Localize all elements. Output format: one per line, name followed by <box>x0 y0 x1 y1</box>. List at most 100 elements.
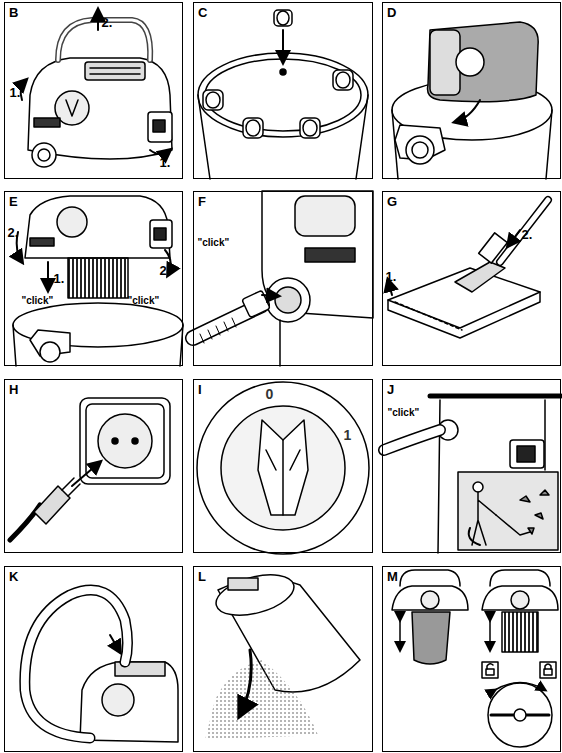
switch-position: 1 <box>344 428 352 442</box>
caster-wheel-part <box>336 72 350 88</box>
caster-wheel-part <box>282 30 284 62</box>
filter-bag-part <box>428 22 539 102</box>
arrow <box>21 10 170 154</box>
suction-hose <box>193 290 278 343</box>
wall-socket-part <box>86 404 164 478</box>
vacuum-head-part <box>392 586 468 610</box>
vacuum-head <box>80 662 178 742</box>
callout-number: 2. <box>102 16 113 30</box>
caster-wheel-part <box>274 10 292 26</box>
click-sound: "click" <box>22 294 54 308</box>
suction-hose-part <box>25 590 128 738</box>
vacuum-head-part <box>295 196 355 236</box>
step-panel: B2.1.1. <box>4 2 183 179</box>
wall-socket-part <box>112 438 118 444</box>
lock-symbol-part <box>545 664 551 669</box>
power-plug <box>10 462 100 540</box>
suction-hose-part <box>200 318 236 343</box>
vacuum-head-part <box>148 112 172 142</box>
vacuum-head-part <box>80 662 178 742</box>
step-panel: D <box>382 2 561 179</box>
click-sound: "click" <box>388 406 420 420</box>
vacuum-head <box>28 20 172 167</box>
vacuum-head-part <box>40 342 60 362</box>
power-switch-part <box>197 382 369 554</box>
floor-nozzle-part <box>395 302 462 330</box>
dirt-pile-part <box>240 650 251 715</box>
step-panel: L <box>193 566 373 752</box>
vacuum-head-part <box>490 570 550 586</box>
vacuum-head-part <box>153 120 165 132</box>
vacuum-head-part <box>482 586 558 610</box>
container-drum-part <box>412 142 428 158</box>
usage-inset-part <box>458 472 558 550</box>
container-drum-part <box>212 567 299 622</box>
vacuum-head-part <box>154 228 166 240</box>
click-sound: "click" <box>128 294 160 308</box>
switch-position: 0 <box>266 387 274 401</box>
vacuum-head-part <box>32 143 56 167</box>
filter-bag-part <box>456 48 484 76</box>
step-letter: H <box>9 382 18 397</box>
vacuum-head-part <box>90 73 140 75</box>
caster-wheel-part <box>203 90 223 110</box>
suction-hose-part <box>262 295 278 296</box>
callout-number: 1. <box>386 270 397 284</box>
floor-nozzle-part <box>455 262 505 292</box>
container-drum-part <box>205 59 361 131</box>
container-drum <box>198 53 368 179</box>
usage-inset <box>458 472 558 550</box>
arrow-part <box>47 262 49 290</box>
callout-number: 1. <box>10 86 21 100</box>
lock-symbol-part <box>486 669 494 675</box>
vacuum-head-part <box>421 591 439 609</box>
step-letter: G <box>387 194 397 209</box>
vacuum-head-part <box>502 612 538 652</box>
suction-hose <box>384 430 440 450</box>
usage-inset-part <box>473 482 483 492</box>
caster-wheel-part <box>333 70 353 90</box>
power-switch-part <box>266 450 300 470</box>
vacuum-head-part <box>489 620 491 650</box>
caster-wheel-part <box>206 92 220 108</box>
step-panel: G1.2. <box>382 191 561 366</box>
container-drum-part <box>198 53 368 137</box>
vacuum-head-part <box>102 684 134 716</box>
vacuum-head-part <box>412 612 450 664</box>
caster-wheel <box>203 10 353 138</box>
step-panel: C <box>193 2 373 179</box>
vacuum-head-part <box>66 100 78 116</box>
power-plug-part <box>72 462 100 486</box>
arrow-part <box>97 10 99 30</box>
usage-inset-part <box>520 490 549 534</box>
lock-symbol-part <box>495 683 545 691</box>
callout-number: 1. <box>54 272 65 286</box>
container-drum-part <box>430 394 561 399</box>
vacuum-head-part <box>38 149 50 161</box>
usage-inset-part <box>472 492 496 545</box>
wall-socket-part <box>80 398 170 484</box>
vacuum-head-part <box>13 325 16 366</box>
step-letter: I <box>198 382 202 397</box>
step-panel: J"click" <box>382 379 561 553</box>
arrow-part <box>150 150 170 154</box>
usage-inset-part <box>496 515 530 535</box>
lock-symbol-part <box>482 662 498 678</box>
step-panel: H <box>4 379 183 553</box>
suction-hose-part <box>25 590 128 738</box>
wall-socket-part <box>132 438 138 444</box>
vacuum-head-part <box>399 620 401 650</box>
suction-hose-part <box>384 430 440 450</box>
click-sound: "click" <box>198 236 230 250</box>
step-letter: L <box>198 569 206 584</box>
step-panel: E2.1.2."click""click" <box>4 191 183 366</box>
vacuum-head <box>13 196 183 366</box>
container-drum-part <box>228 578 258 590</box>
lock-symbol <box>482 662 556 747</box>
container-drum-part <box>406 136 434 164</box>
wall-socket <box>80 398 170 484</box>
step-letter: B <box>9 5 18 20</box>
power-plug-part <box>34 486 70 524</box>
step-letter: E <box>9 194 18 209</box>
